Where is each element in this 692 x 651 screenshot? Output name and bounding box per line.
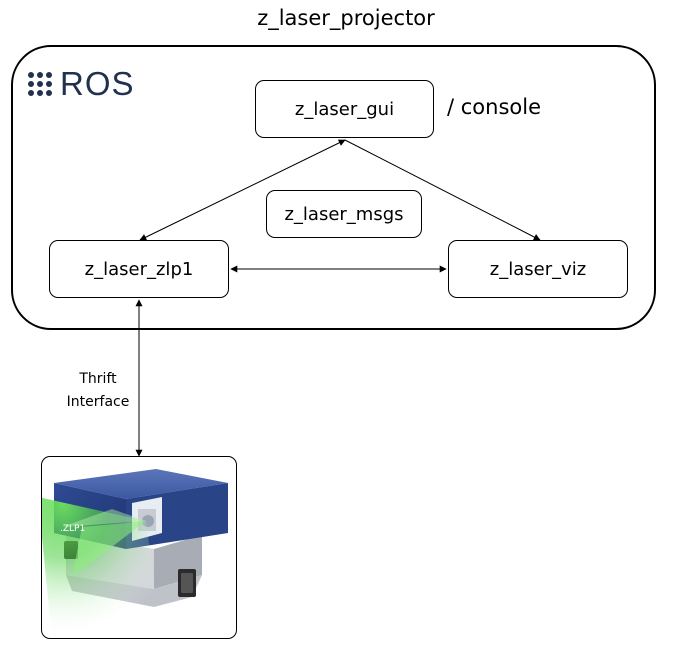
ros-system-boundary <box>11 45 656 330</box>
device-label: .ZLP1 <box>60 524 85 534</box>
laser-projector-image: .ZLP1 <box>38 469 228 640</box>
interface-label-line1: Thrift <box>79 371 117 387</box>
arrow-gui-zlp1 <box>139 139 346 241</box>
node-z-laser-zlp1: z_laser_zlp1 <box>49 240 229 298</box>
console-label: / console <box>447 95 541 119</box>
interface-label-line2: Interface <box>66 394 130 410</box>
node-z-laser-viz: z_laser_viz <box>448 240 628 298</box>
ros-logo-text: ROS <box>60 65 135 102</box>
node-z-laser-gui: z_laser_gui <box>255 80 434 138</box>
ros-logo: ROS <box>28 65 135 102</box>
arrow-gui-viz <box>344 139 541 241</box>
ros-dots-icon <box>28 72 52 96</box>
diagram-title: z_laser_projector <box>257 6 435 30</box>
interface-label: Thrift Interface <box>56 368 140 414</box>
laser-device-frame: .ZLP1 <box>38 456 237 640</box>
